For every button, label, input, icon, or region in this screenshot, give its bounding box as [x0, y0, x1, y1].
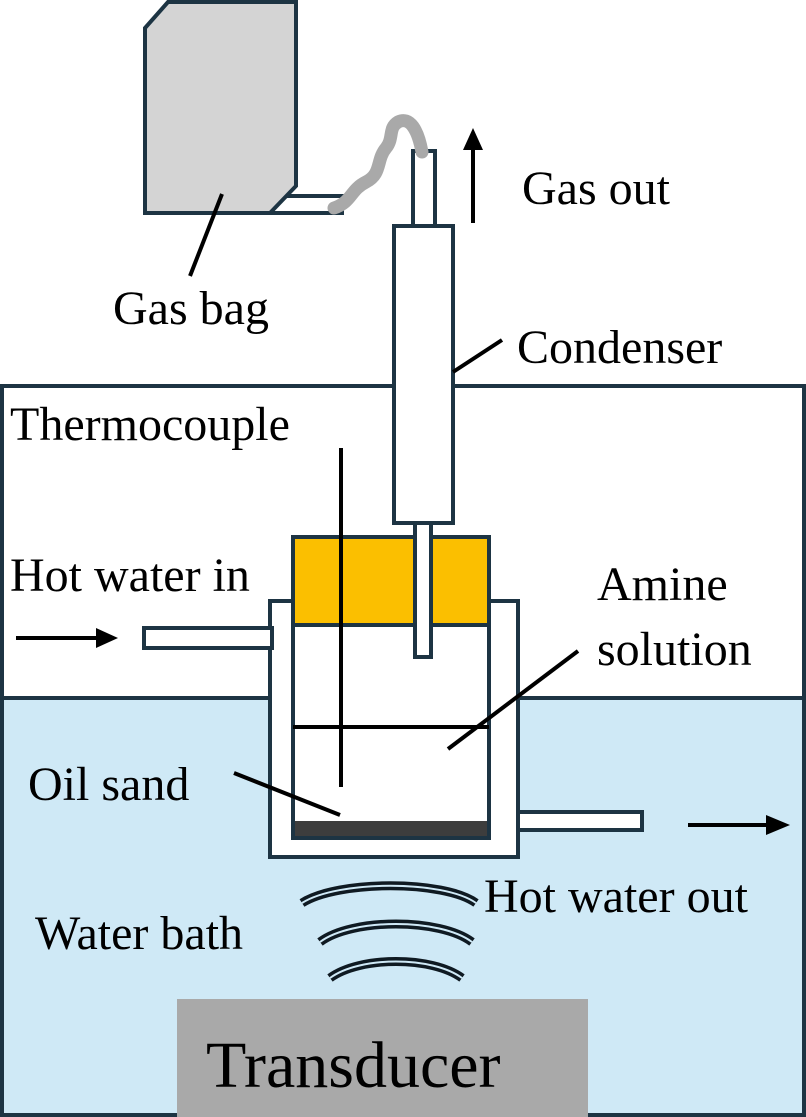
- gas-bag-leader: [188, 193, 224, 277]
- gas-bag-label: Gas bag: [113, 282, 269, 335]
- thermocouple-label: Thermocouple: [10, 398, 290, 451]
- transducer-label: Transducer: [206, 1029, 501, 1102]
- hot-water-in-label: Hot water in: [10, 549, 250, 602]
- hot-water-in-pipe: [142, 626, 274, 650]
- condenser-lower-tube: [413, 518, 433, 659]
- gas-out-label: Gas out: [522, 162, 671, 215]
- hot-water-out-pipe: [516, 810, 644, 832]
- hot-water-in-arrowhead-icon: [96, 628, 118, 648]
- oil-sand-label: Oil sand: [28, 758, 189, 811]
- flexible-gas-tube: [327, 114, 429, 215]
- water-bath-label: Water bath: [35, 907, 243, 960]
- condenser-top-tube: [411, 149, 437, 231]
- condenser: [392, 224, 455, 525]
- amine-label-line2: solution: [597, 623, 752, 676]
- hot-water-out-arrowhead-icon: [766, 815, 790, 835]
- oil-sand-layer: [295, 821, 487, 836]
- gas-out-arrowhead-icon: [463, 128, 483, 150]
- oil-sand-leader: [233, 771, 341, 817]
- hot-water-out-label: Hot water out: [484, 870, 749, 923]
- gas-bag: [143, 0, 298, 215]
- amine-leader: [446, 649, 580, 751]
- reactor-lid: [291, 535, 491, 627]
- condenser-label: Condenser: [517, 321, 722, 374]
- transducer-block: [177, 999, 588, 1117]
- amine-label-line1: Amine: [597, 558, 728, 611]
- condenser-leader: [451, 338, 504, 374]
